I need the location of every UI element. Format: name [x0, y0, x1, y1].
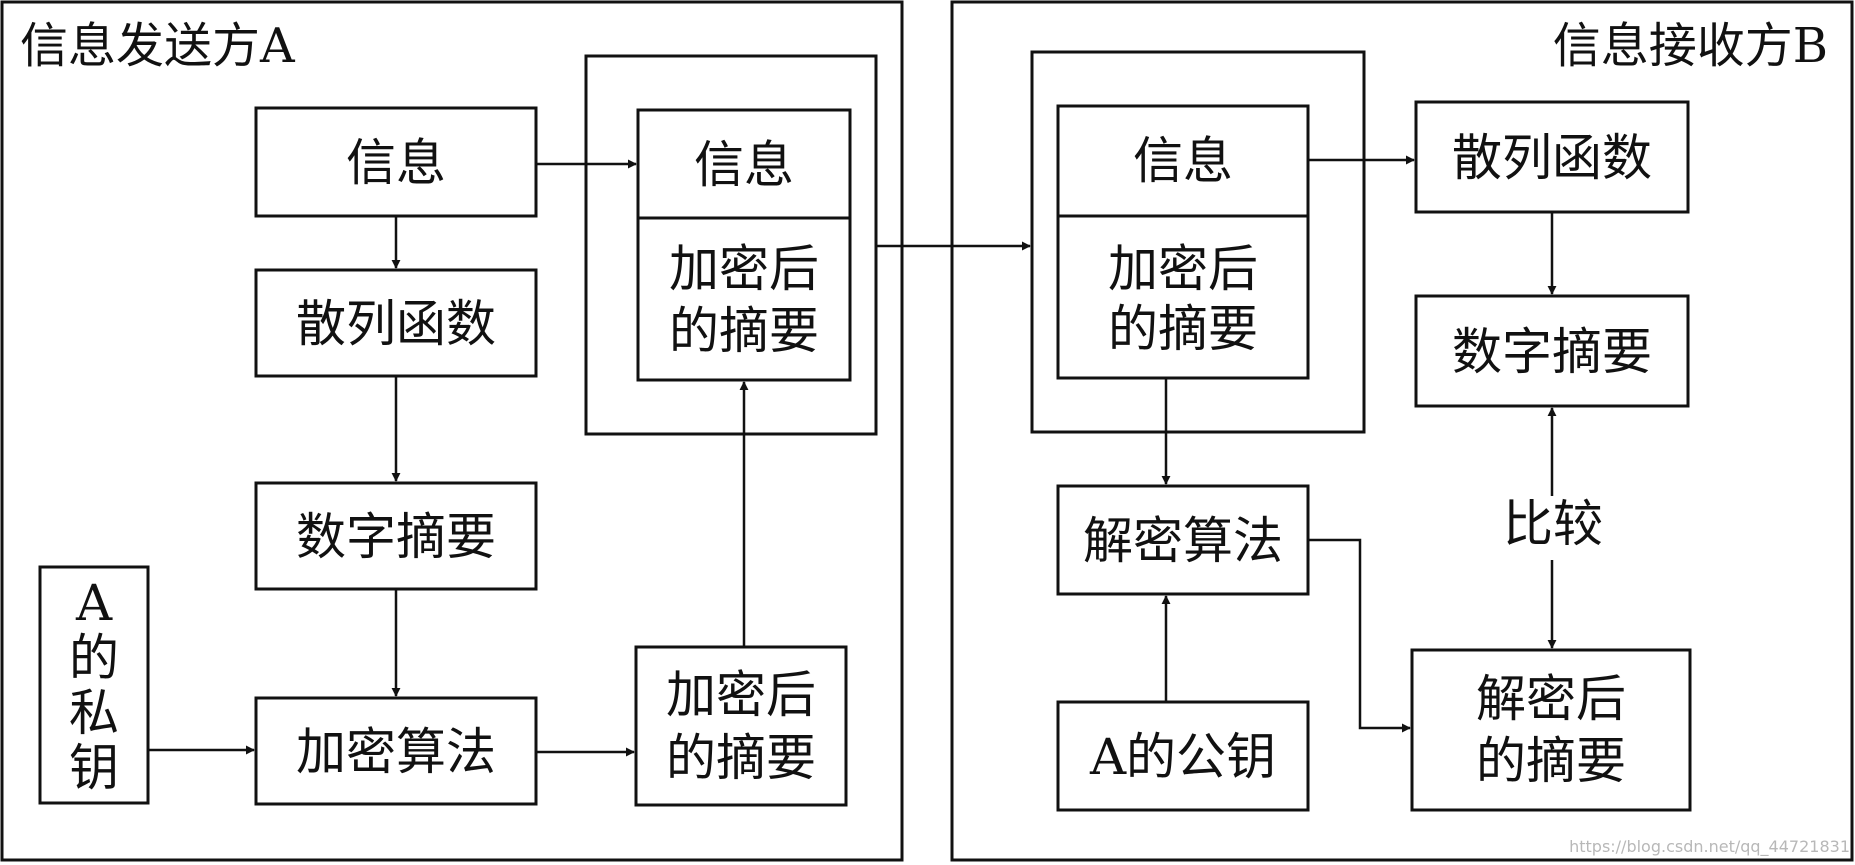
sender-packet-info-label: 信息: [694, 136, 794, 194]
receiver-packet-outline: [1030, 50, 1366, 434]
receiver-dec-digest-line2: 的摘要: [1476, 732, 1626, 790]
receiver-hash-box: [1414, 100, 1690, 214]
receiver-packet-info-label: 信息: [1133, 132, 1233, 190]
receiver-digest-box: [1414, 294, 1690, 408]
public-key-box: [1056, 700, 1310, 812]
sender-digest-label: 数字摘要: [296, 508, 496, 566]
private-key-char-4: 钥: [69, 739, 119, 797]
sender-hash-label: 散列函数: [296, 295, 496, 353]
receiver-decrypt-label: 解密算法: [1083, 512, 1283, 570]
sender-enc-digest-box: [634, 645, 848, 807]
sender-packet-box: [636, 108, 852, 382]
watermark: https://blog.csdn.net/qq_44721831: [1569, 837, 1850, 857]
private-key-char-2: 的: [69, 629, 119, 687]
sender-encrypt-label: 加密算法: [296, 723, 496, 781]
receiver-packet-digest-line2: 的摘要: [1108, 300, 1258, 358]
receiver-decrypt-box: [1056, 484, 1310, 596]
sender-enc-digest-line2: 的摘要: [666, 729, 816, 787]
receiver-packet-digest-line1: 加密后: [1108, 240, 1258, 298]
arrow-decrypt-to-dec-digest: [1308, 538, 1411, 733]
receiver-panel: [950, 0, 1854, 862]
receiver-digest-label: 数字摘要: [1452, 323, 1652, 381]
receiver-packet-box: [1056, 104, 1310, 380]
sender-panel: [0, 0, 904, 862]
receiver-dec-digest-line1: 解密后: [1476, 670, 1626, 728]
receiver-hash-label: 散列函数: [1452, 129, 1652, 187]
receiver-title: 信息接收方B: [1553, 18, 1828, 74]
public-key-label: A的公钥: [1089, 728, 1276, 786]
receiver-dec-digest-box: [1410, 648, 1692, 812]
private-key-char-3: 私: [69, 684, 119, 742]
sender-title: 信息发送方A: [20, 18, 296, 74]
sender-info-box: [254, 106, 538, 218]
sender-info-label: 信息: [346, 134, 446, 192]
sender-packet-digest-line2: 的摘要: [669, 302, 819, 360]
sender-digest-box: [254, 481, 538, 591]
private-key-char-1: A: [75, 574, 113, 632]
compare-label: 比较: [1503, 495, 1603, 553]
sender-encrypt-box: [254, 696, 538, 806]
private-key-box: [38, 565, 150, 805]
sender-enc-digest-line1: 加密后: [666, 666, 816, 724]
sender-packet-digest-line1: 加密后: [669, 240, 819, 298]
